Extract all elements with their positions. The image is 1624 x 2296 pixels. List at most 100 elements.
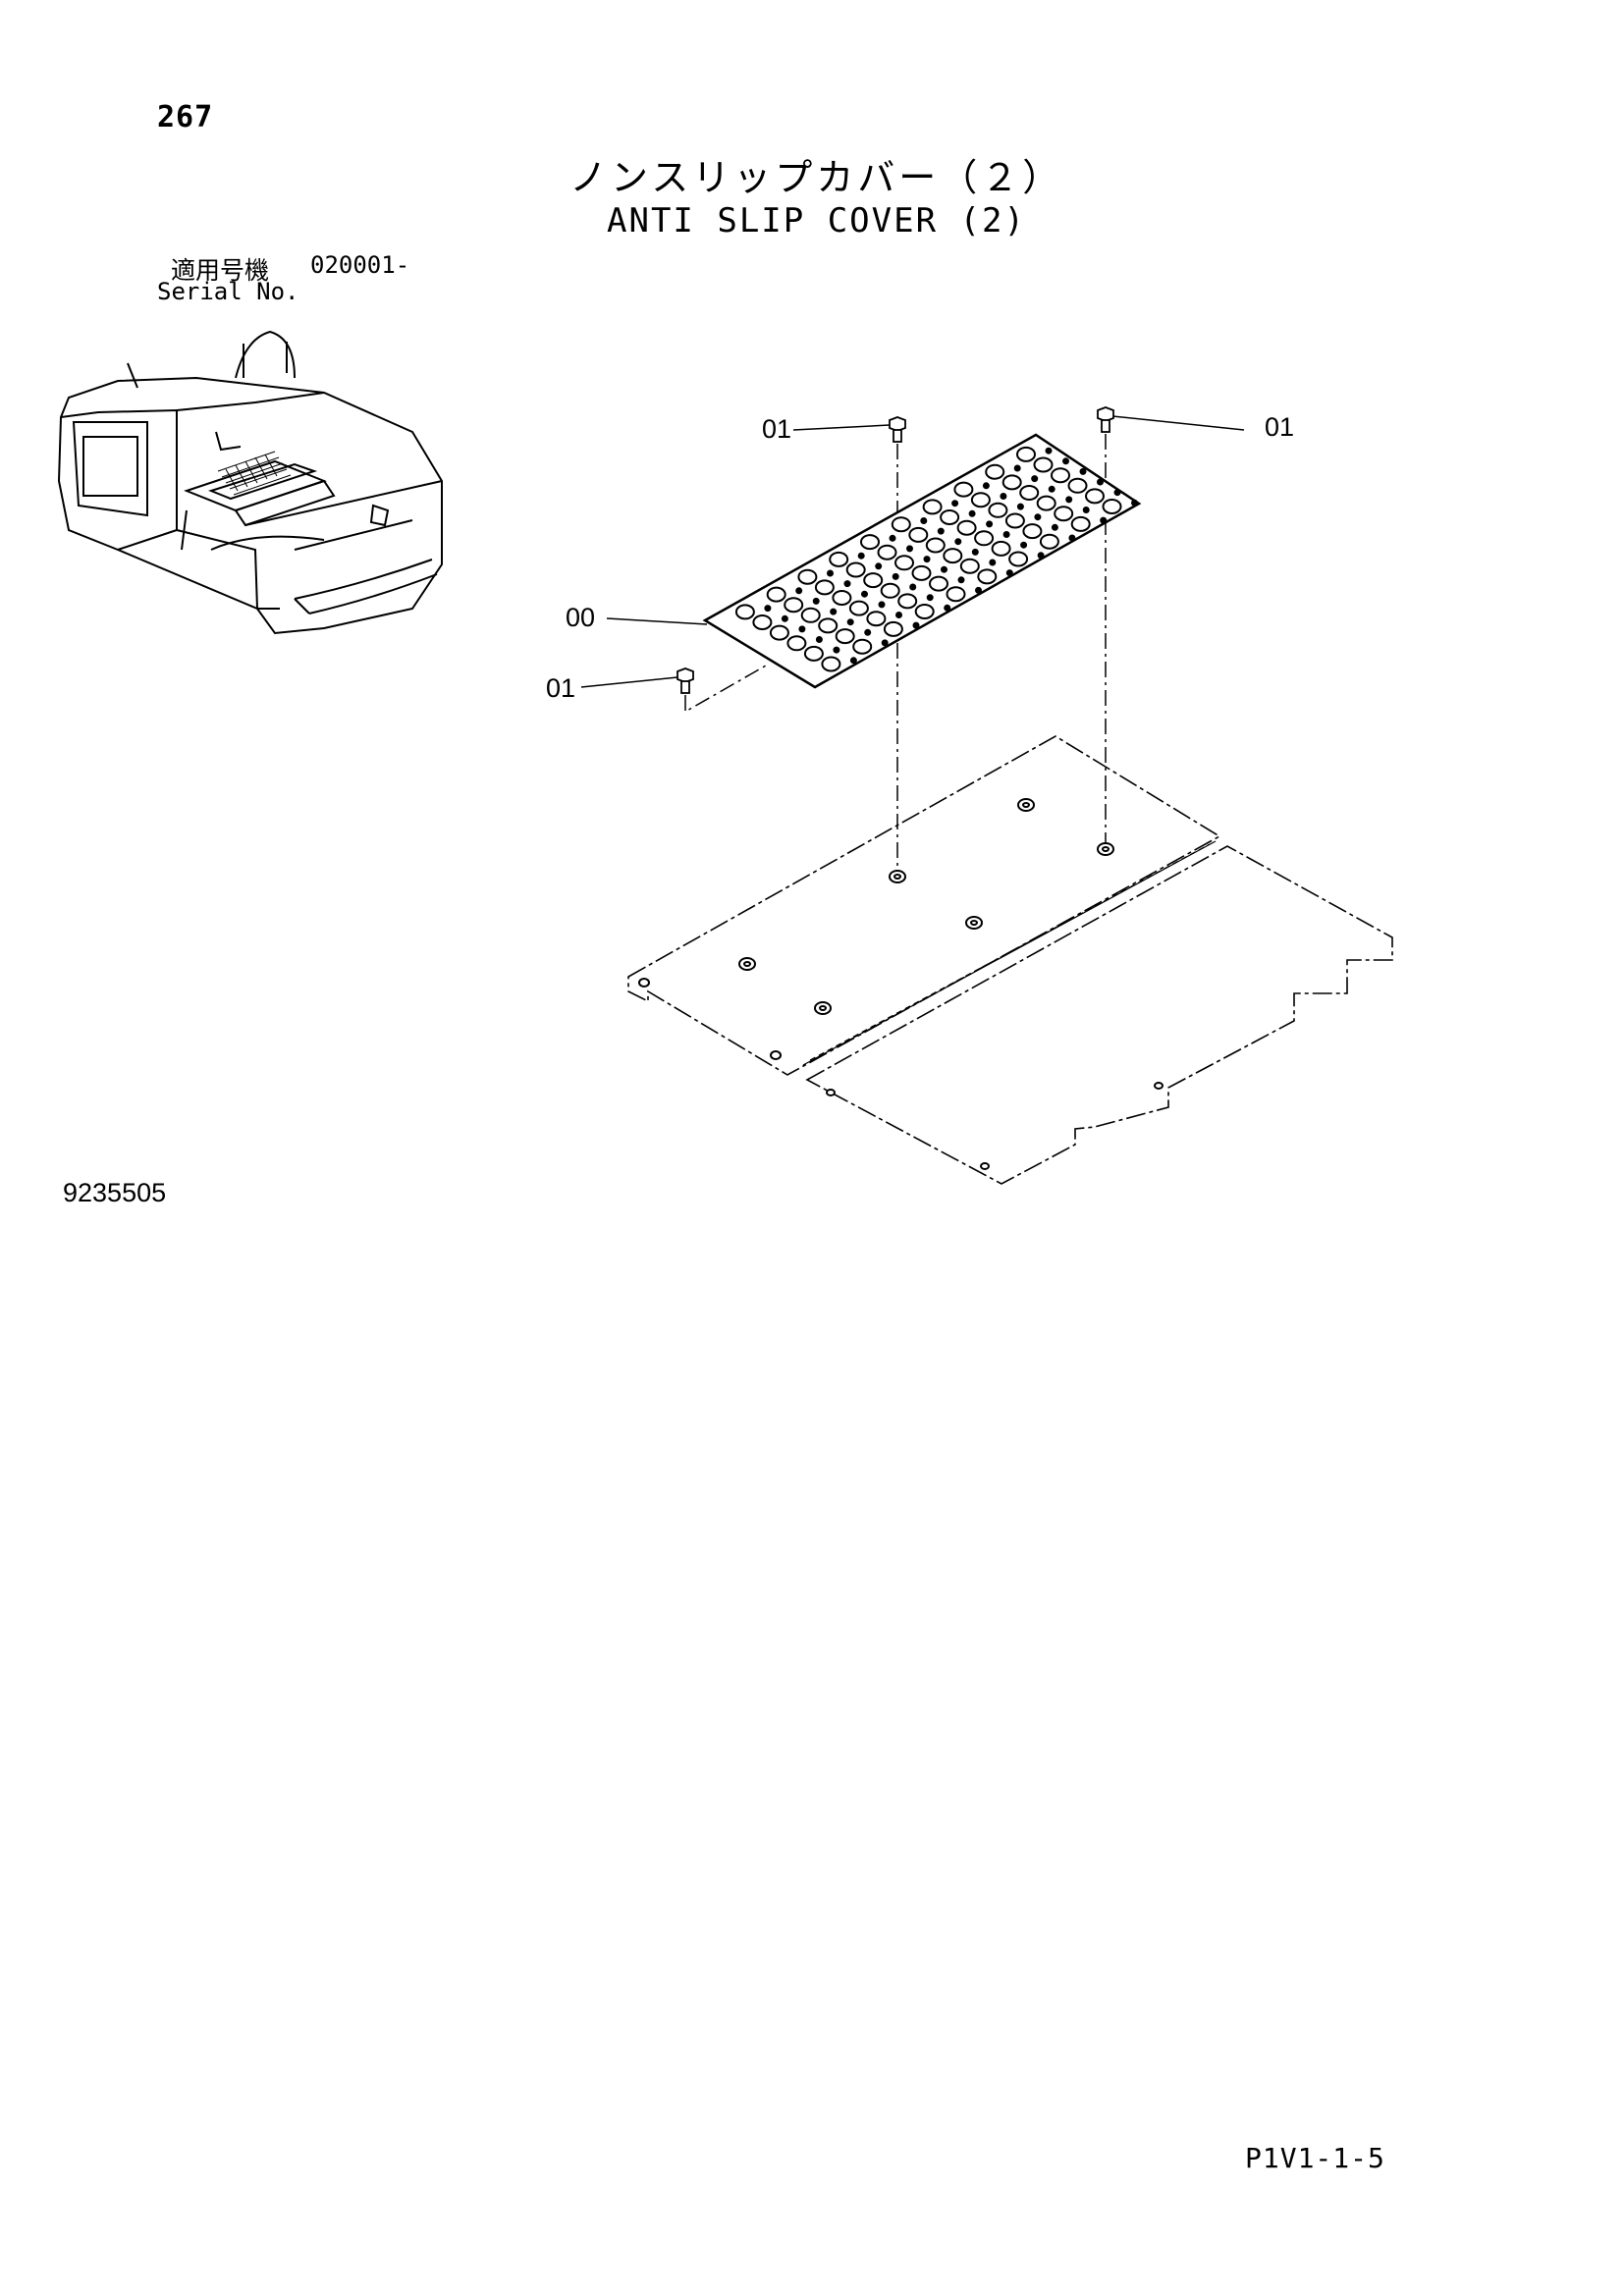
plate-dot (864, 628, 872, 636)
plate-hole (1102, 499, 1122, 514)
plate-hole (1067, 477, 1088, 494)
plate-dot (971, 548, 979, 556)
plate-hole (803, 645, 824, 662)
plate-dot (957, 576, 965, 584)
plate-dot (795, 587, 803, 595)
plate-hole (1016, 446, 1036, 462)
plate-dot (857, 552, 865, 560)
plate-hole (891, 516, 911, 533)
callout-cover-plate: 00 (566, 603, 596, 632)
plate-dot (1062, 457, 1069, 465)
plate-dot (951, 500, 959, 507)
plate-hole (877, 544, 897, 561)
plate-dot (1037, 552, 1045, 560)
plate-dot (937, 527, 945, 535)
plate-hole (956, 519, 977, 536)
plate-dot (846, 618, 854, 626)
plate-hole (860, 534, 880, 551)
plate-hole (1001, 474, 1022, 491)
serial-label-japanese: 適用号機 (171, 256, 270, 285)
plate-hole (1054, 506, 1074, 522)
plate-dot (881, 639, 889, 647)
plate-hole (863, 572, 884, 589)
excavator-thumbnail (57, 330, 443, 635)
plate-hole (1036, 495, 1056, 511)
plate-hole (818, 617, 839, 634)
plate-dot (1000, 493, 1007, 500)
plate-dot (1002, 531, 1010, 538)
plate-hole (1004, 512, 1025, 529)
plate-dot (906, 545, 913, 553)
plate-dot (941, 565, 947, 573)
plate-dot (954, 538, 962, 546)
plate-hole (800, 607, 821, 623)
plate-dot (1051, 523, 1058, 531)
plate-hole (953, 481, 974, 498)
plate-hole (784, 597, 804, 614)
plate-dot (1013, 464, 1021, 472)
plate-hole (959, 558, 980, 574)
plate-hole (894, 555, 914, 571)
plate-dot (830, 608, 838, 615)
plate-dot (827, 569, 834, 577)
callout-bolt-top-right: 01 (1265, 412, 1295, 442)
plate-dot (944, 604, 951, 612)
bolt-top-right (1097, 406, 1114, 433)
plate-dot (798, 625, 806, 633)
plate-dot (812, 597, 820, 605)
plate-hole (922, 499, 943, 515)
thumbnail-grille (217, 451, 292, 496)
bolt-top-left (889, 416, 906, 443)
plate-hole (752, 614, 773, 630)
plate-hole (1008, 551, 1029, 567)
plate-dot (912, 621, 920, 629)
plate-hole (914, 604, 935, 619)
plate-dot (892, 572, 899, 580)
plate-hole (991, 540, 1011, 557)
plate-dot (1031, 475, 1039, 483)
plate-hole (1033, 456, 1054, 473)
leader-lines (580, 415, 1245, 688)
plate-hole (766, 586, 786, 603)
plate-hole (970, 492, 991, 508)
plate-dot (781, 614, 788, 622)
bolt-bottom-left (677, 667, 694, 694)
plate-hole (988, 502, 1008, 518)
page-number: 267 (157, 100, 214, 134)
plate-hole (866, 611, 887, 627)
serial-range: 020001- (310, 251, 410, 279)
plate-dot (968, 509, 976, 517)
plate-hole (835, 628, 855, 645)
plate-hole (925, 537, 946, 554)
floor-plate-bolt-holes (638, 798, 1164, 1170)
plate-dot (815, 636, 823, 643)
plate-dot (1020, 541, 1028, 549)
plate-hole (829, 551, 849, 567)
plate-dot (1005, 569, 1013, 577)
plate-dot (878, 601, 886, 609)
page-code: P1V1-1-5 (1245, 2142, 1385, 2174)
plate-hole (848, 600, 869, 616)
plate-dot (1082, 507, 1090, 513)
plate-hole (908, 526, 929, 543)
plate-hole (852, 638, 873, 655)
plate-dot (1097, 478, 1104, 486)
plate-hole (1070, 515, 1091, 532)
plate-hole (946, 586, 966, 603)
drawing-number: 9235505 (63, 1178, 167, 1207)
plate-dot (989, 559, 997, 566)
plate-dot (875, 562, 883, 570)
floor-plate-rear (805, 845, 1393, 1185)
title-english: ANTI SLIP COVER (2) (607, 201, 1026, 240)
plate-dot (849, 657, 857, 665)
plate-dot (1016, 503, 1024, 510)
plate-hole (1019, 485, 1040, 501)
title-japanese: ノンスリップカバー（２） (569, 156, 1064, 199)
plate-hole (845, 561, 866, 578)
floor-plate-front (627, 735, 1221, 1076)
plate-hole (832, 590, 852, 606)
plate-dot (986, 520, 994, 528)
plate-holes (734, 446, 1138, 672)
plate-hole (797, 568, 818, 585)
